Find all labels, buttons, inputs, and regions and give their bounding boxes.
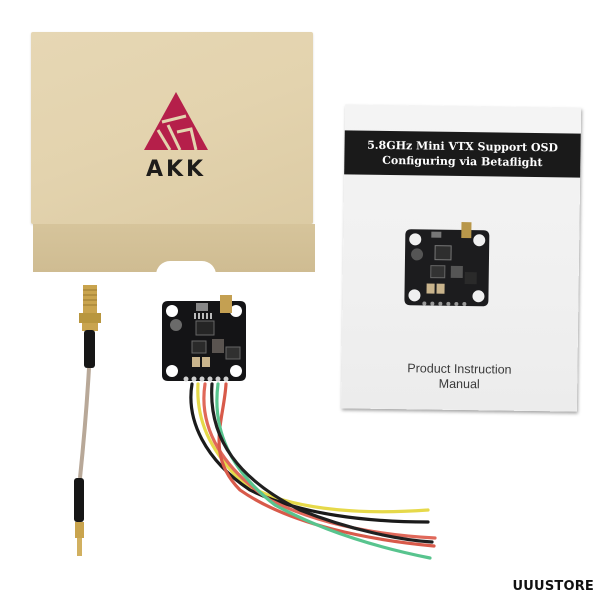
akk-logo-icon xyxy=(144,92,208,151)
sma-connector-icon xyxy=(79,285,101,331)
ufl-connector-icon xyxy=(220,295,232,313)
box-notch xyxy=(156,261,216,275)
store-watermark: UUUSTORE xyxy=(512,579,594,594)
brand-text: AKK xyxy=(145,157,207,182)
akk-box: AKK xyxy=(31,32,317,275)
manual-board-photo xyxy=(404,222,490,307)
instruction-manual: 5.8GHz Mini VTX Support OSD Configuring … xyxy=(340,104,582,412)
vtx-board xyxy=(162,295,246,382)
